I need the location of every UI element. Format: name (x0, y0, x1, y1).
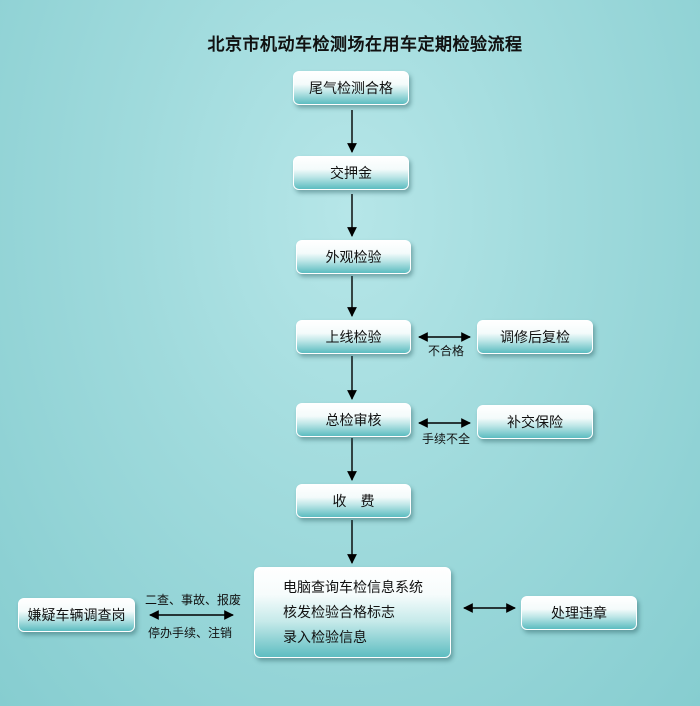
side-recheck: 调修后复检 (477, 320, 593, 354)
step-appearance-inspection: 外观检验 (296, 240, 411, 274)
side-insurance: 补交保险 (477, 405, 593, 439)
label-incomplete: 手续不全 (422, 432, 471, 446)
final-line-1: 电脑查询车检信息系统 (283, 579, 423, 596)
side-suspect-vehicle: 嫌疑车辆调查岗 (18, 598, 135, 632)
label-suspect-top: 二查、事故、报废 (145, 593, 242, 607)
step-line-inspection: 上线检验 (296, 320, 411, 354)
step-final-review: 总检审核 (296, 403, 411, 437)
step-deposit: 交押金 (293, 156, 409, 190)
final-line-2: 核发检验合格标志 (283, 604, 395, 621)
step-exhaust-test: 尾气检测合格 (293, 71, 409, 105)
side-violation: 处理违章 (521, 596, 637, 630)
step-final-system: 电脑查询车检信息系统 核发检验合格标志 录入检验信息 (254, 567, 451, 658)
diagram-title: 北京市机动车检测场在用车定期检验流程 (207, 35, 523, 55)
label-suspect-bottom: 停办手续、注销 (148, 626, 233, 640)
step-charge: 收 费 (296, 484, 411, 518)
label-unqualified: 不合格 (428, 344, 465, 358)
final-line-3: 录入检验信息 (283, 629, 367, 646)
